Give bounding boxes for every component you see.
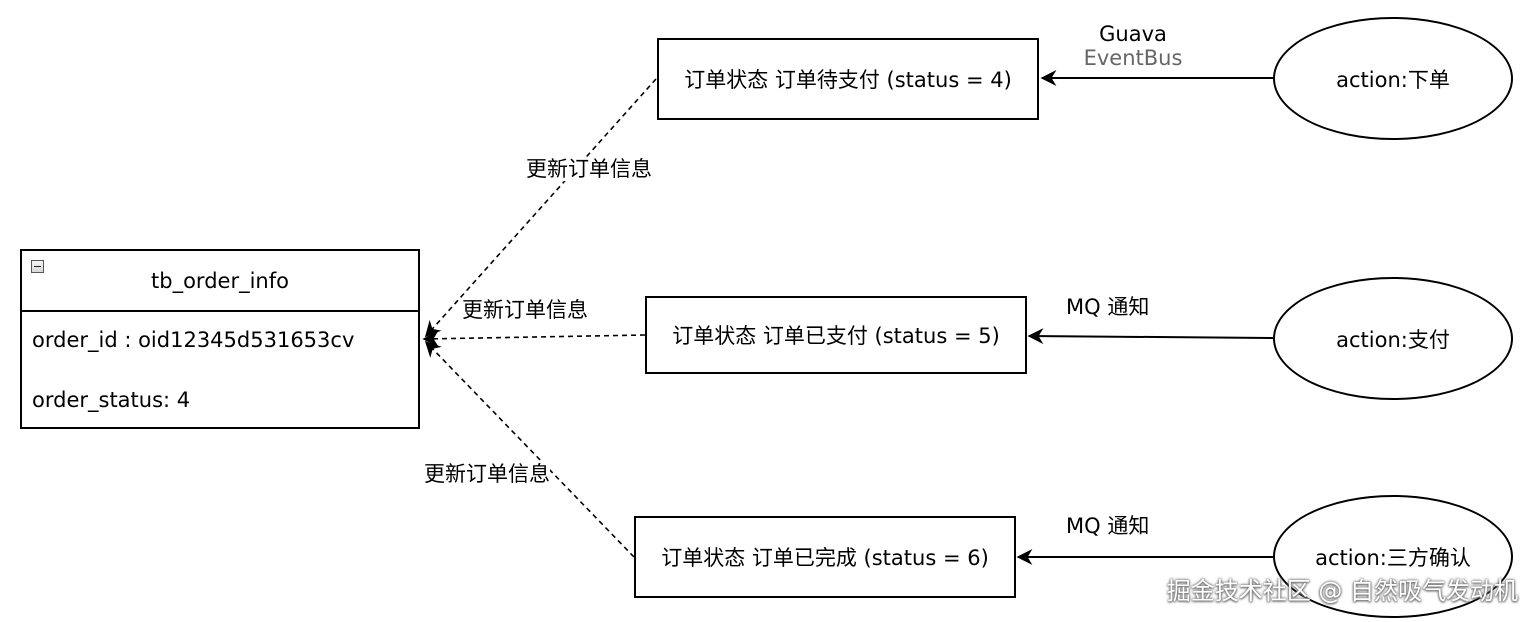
edge-label-update-middle: 更新订单信息: [462, 298, 588, 323]
edge-label-guava-line1: Guava: [1099, 22, 1167, 46]
edge-paid-to-entity: [422, 330, 646, 347]
state-box-paid[interactable]: 订单状态 订单已支付 (status = 5): [645, 296, 1027, 374]
watermark: 掘金技术社区 @ 自然吸气发动机: [1166, 577, 1518, 605]
action-confirm-label: action:三方确认: [1315, 545, 1471, 570]
edge-pending-to-entity: [424, 78, 657, 338]
state-pending-label: 订单状态 订单待支付 (status = 4): [684, 68, 1012, 92]
field-order-status: order_status: 4: [32, 388, 191, 412]
state-completed-label: 订单状态 订单已完成 (status = 6): [661, 546, 989, 570]
entity-table[interactable]: tb_order_info order_id : oid12345d531653…: [20, 249, 420, 429]
edge-label-mq-completed: MQ 通知: [1066, 514, 1150, 539]
edge-pay-to-paid: [1027, 328, 1274, 345]
action-ellipse-confirm[interactable]: action:三方确认: [1273, 495, 1513, 618]
action-ellipse-order[interactable]: action:下单: [1273, 17, 1513, 140]
entity-header: tb_order_info: [22, 251, 418, 312]
edge-completed-to-entity: [424, 340, 635, 558]
entity-title: tb_order_info: [151, 268, 289, 293]
action-order-label: action:下单: [1336, 67, 1450, 92]
state-paid-label: 订单状态 订单已支付 (status = 5): [672, 324, 1000, 348]
action-ellipse-pay[interactable]: action:支付: [1273, 277, 1513, 400]
state-box-completed[interactable]: 订单状态 订单已完成 (status = 6): [634, 516, 1016, 598]
collapse-icon[interactable]: [31, 260, 44, 273]
edge-label-mq-paid: MQ 通知: [1066, 295, 1150, 320]
edge-label-update-bottom: 更新订单信息: [424, 462, 550, 487]
edge-label-guava: Guava EventBus: [1078, 22, 1188, 70]
edge-label-update-top: 更新订单信息: [526, 157, 652, 182]
action-pay-label: action:支付: [1336, 327, 1450, 352]
edge-label-guava-line2: EventBus: [1083, 46, 1183, 71]
state-box-pending[interactable]: 订单状态 订单待支付 (status = 4): [657, 38, 1039, 120]
field-order-id: order_id : oid12345d531653cv: [32, 328, 355, 352]
